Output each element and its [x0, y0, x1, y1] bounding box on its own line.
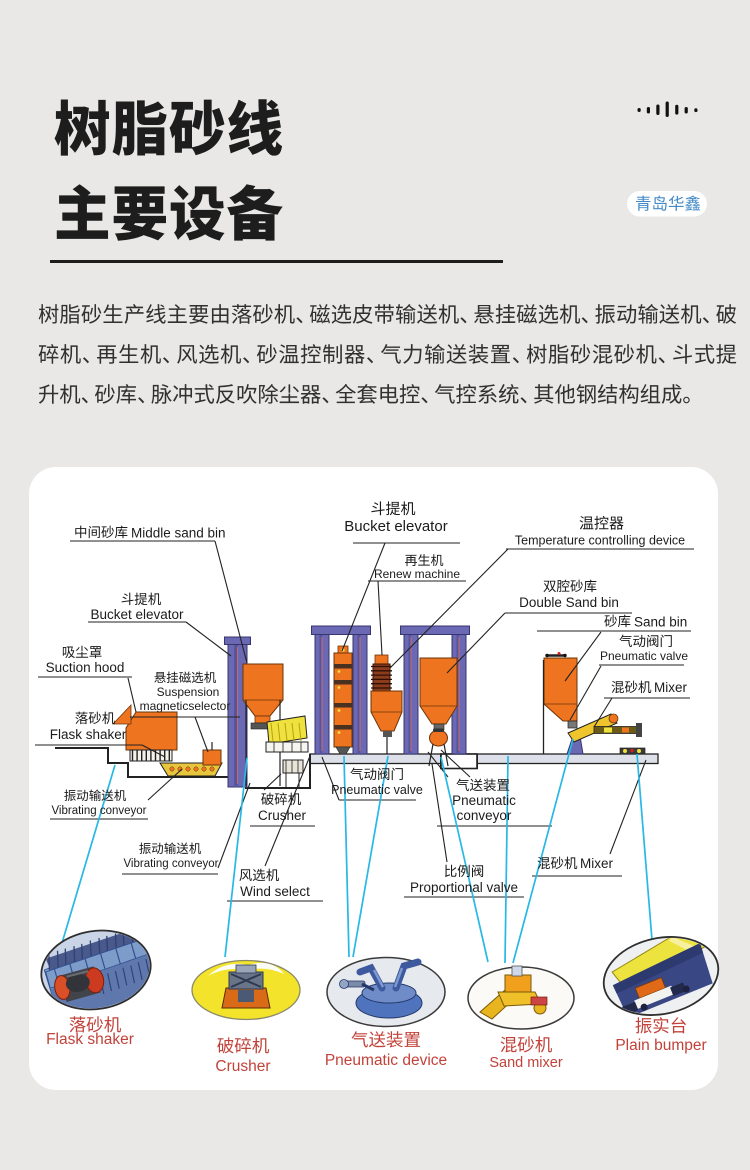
svg-text:Pneumatic: Pneumatic	[452, 793, 516, 808]
svg-text:magneticselector: magneticselector	[140, 699, 231, 713]
svg-text:Bucket elevator: Bucket elevator	[90, 607, 184, 622]
svg-text:conveyor: conveyor	[457, 808, 512, 823]
svg-text:Plain bumper: Plain bumper	[615, 1037, 706, 1054]
svg-text:Temperature controlling device: Temperature controlling device	[515, 534, 685, 548]
svg-text:Bucket elevator: Bucket elevator	[344, 518, 447, 535]
svg-text:Crusher: Crusher	[258, 808, 307, 823]
svg-text:Pneumatic valve: Pneumatic valve	[600, 649, 688, 663]
svg-text:Wind select: Wind select	[240, 884, 310, 899]
svg-text:Vibrating conveyor: Vibrating conveyor	[51, 805, 146, 817]
svg-text:Sand mixer: Sand mixer	[489, 1055, 563, 1071]
svg-text:Vibrating conveyor: Vibrating conveyor	[123, 858, 218, 870]
svg-text:Crusher: Crusher	[215, 1058, 270, 1075]
svg-text:Pneumatic device: Pneumatic device	[325, 1052, 447, 1069]
svg-text:Mixer: Mixer	[654, 680, 688, 695]
svg-text:Flask shaker: Flask shaker	[50, 727, 127, 742]
svg-text:Suspension: Suspension	[157, 685, 220, 699]
svg-text:Double Sand bin: Double Sand bin	[519, 595, 619, 610]
svg-text:Pneumatic valve: Pneumatic valve	[331, 783, 423, 797]
svg-text:Suction hood: Suction hood	[46, 660, 125, 675]
svg-text:Proportional valve: Proportional valve	[410, 880, 518, 895]
svg-text:Mixer: Mixer	[580, 856, 614, 871]
svg-text:Renew machine: Renew machine	[374, 567, 460, 581]
svg-text:Flask shaker: Flask shaker	[46, 1031, 134, 1048]
svg-text:Middle sand bin: Middle sand bin	[131, 526, 226, 541]
svg-text:Sand bin: Sand bin	[634, 615, 687, 630]
